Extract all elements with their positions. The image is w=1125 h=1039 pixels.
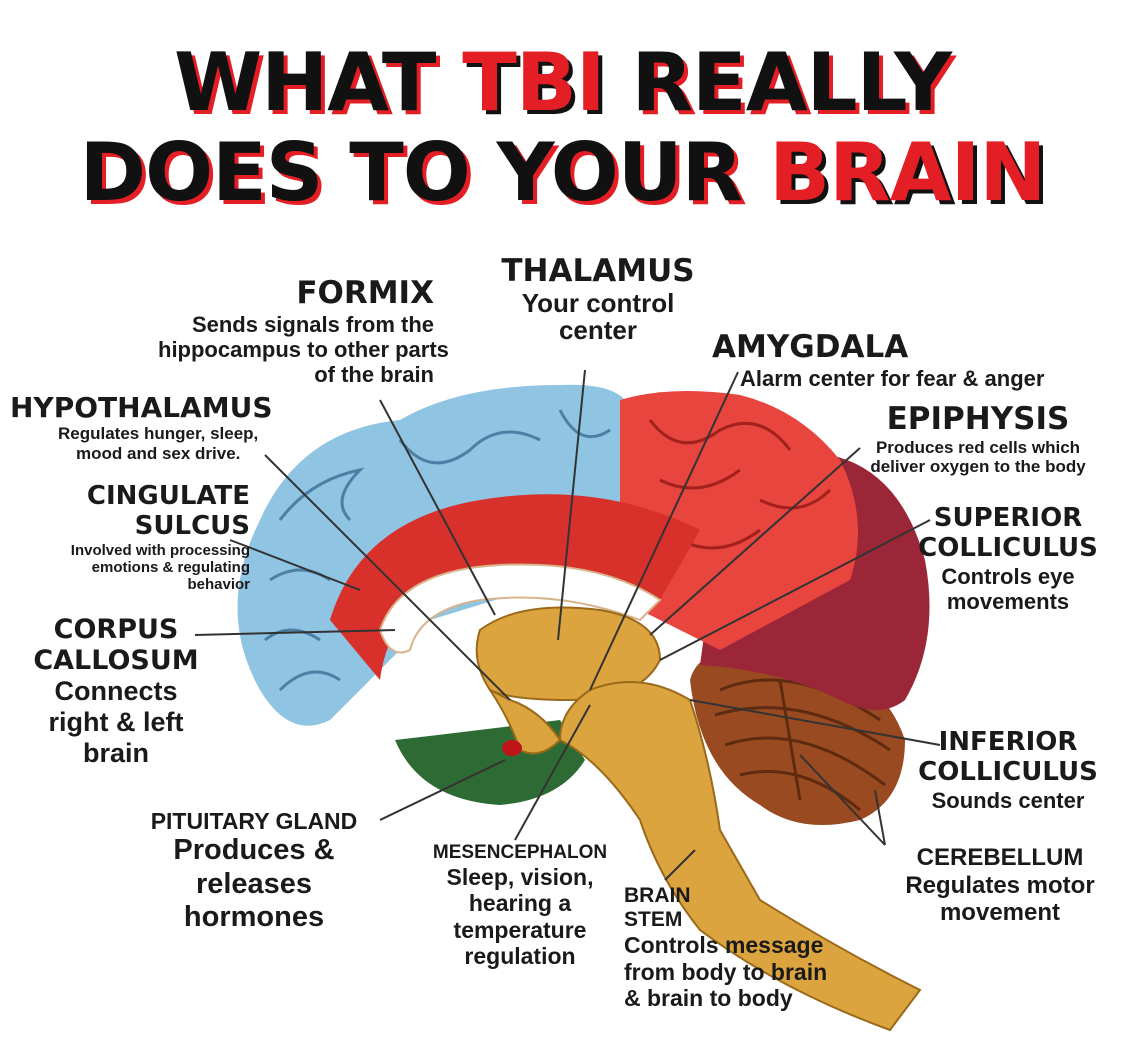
blue-gyri <box>264 409 611 692</box>
cerebellum-desc-line: movement <box>939 899 1061 927</box>
corpus-callosum <box>378 563 662 654</box>
inferior-name: INFERIOR <box>938 727 1078 757</box>
amygdala-desc-line: Alarm center for fear & anger <box>740 365 1045 391</box>
label-cingulate-sulcus: CINGULATE SULCUS Involved with processin… <box>10 481 250 594</box>
pituitary-desc-line: hormones <box>183 901 325 934</box>
epiphysis-desc-line: deliver oxygen to the body <box>870 457 1086 477</box>
superior-desc-line: Controls eye <box>941 563 1075 589</box>
superior-desc-line: movements <box>946 589 1070 615</box>
label-inferior-colliculus: INFERIOR COLLICULUS Sounds center <box>908 727 1108 813</box>
brainstem-shape <box>558 681 922 1032</box>
cingulate-gyrus <box>330 494 700 680</box>
formix-desc-line: hippocampus to other parts <box>158 336 449 362</box>
label-superior-colliculus: SUPERIOR COLLICULUS Controls eye movemen… <box>908 503 1108 615</box>
pituitary-gland <box>502 740 522 756</box>
brainstem-desc-line: & brain to body <box>624 985 793 1012</box>
label-epiphysis: EPIPHYSIS Produces red cells which deliv… <box>838 401 1118 477</box>
corpus-desc-line: right & left <box>48 707 184 738</box>
cingulate-desc-line: emotions & regulating <box>91 559 250 577</box>
epiphysis-name: EPIPHYSIS <box>886 401 1070 437</box>
leader-lines <box>194 369 941 881</box>
thalamus-desc-line: center <box>558 314 638 345</box>
inferior-name: COLLICULUS <box>918 756 1098 787</box>
title-text: DOES TO YOUR <box>79 126 770 219</box>
title-line-1: WHAT TBI REALLY <box>0 40 1125 126</box>
parietal-cortex <box>620 391 858 650</box>
brainstem-desc-line: Controls message <box>624 932 824 959</box>
brainstem-desc-line: from body to brain <box>624 958 828 985</box>
corpus-name: CORPUS <box>53 614 179 645</box>
epiphysis-desc-line: Produces red cells which <box>875 437 1081 457</box>
thalamus-desc-line: Your control <box>521 287 675 318</box>
corpus-desc-line: Connects <box>54 676 178 707</box>
mesencephalon-desc-line: hearing a <box>468 890 572 917</box>
brainstem-name: STEM <box>624 908 683 932</box>
corpus-desc-line: brain <box>82 738 149 769</box>
pituitary-desc-line: releases <box>195 867 313 900</box>
title-text: REALLY <box>604 36 952 129</box>
formix-desc-line: Sends signals from the <box>191 311 434 337</box>
thalamus-name: THALAMUS <box>501 253 695 289</box>
label-pituitary-gland: PITUITARY GLAND Produces & releases horm… <box>126 808 382 934</box>
cingulate-desc-line: Involved with processing <box>70 541 250 559</box>
formix-name: FORMIX <box>296 275 434 311</box>
cerebellum-folds <box>714 678 891 812</box>
cerebellum-desc-line: Regulates motor <box>905 871 1095 899</box>
amygdala-name: AMYGDALA <box>712 329 909 365</box>
superior-name: SUPERIOR <box>933 503 1083 533</box>
inferior-desc-line: Sounds center <box>931 787 1085 813</box>
hypothalamus-name: HYPOTHALAMUS <box>10 391 273 424</box>
label-thalamus: THALAMUS Your control center <box>470 253 726 345</box>
label-amygdala: AMYGDALA Alarm center for fear & anger <box>712 329 1045 391</box>
label-formix: FORMIX Sends signals from the hippocampu… <box>158 275 449 388</box>
pituitary-desc-line: Produces & <box>173 834 335 867</box>
superior-name: COLLICULUS <box>918 532 1098 563</box>
corpus-name: CALLOSUM <box>33 645 199 677</box>
title-highlight-tbi: TBI <box>462 36 605 129</box>
title-highlight-brain: BRAIN <box>769 126 1046 219</box>
cingulate-desc-line: behavior <box>187 576 250 594</box>
label-mesencephalon: MESENCEPHALON Sleep, vision, hearing a t… <box>410 842 630 970</box>
title-text: WHAT <box>173 36 463 129</box>
hypothalamus-desc-line: Regulates hunger, sleep, <box>58 424 259 444</box>
label-corpus-callosum: CORPUS CALLOSUM Connects right & left br… <box>16 614 216 769</box>
hypothalamus-desc-line: mood and sex drive. <box>76 443 241 463</box>
mesencephalon-desc-line: regulation <box>464 943 576 970</box>
label-cerebellum: CEREBELLUM Regulates motor movement <box>882 844 1118 927</box>
mesencephalon-name: MESENCEPHALON <box>432 842 608 863</box>
formix-desc-line: of the brain <box>314 362 434 388</box>
cingulate-name: SULCUS <box>134 510 250 541</box>
pituitary-name: PITUITARY GLAND <box>150 808 358 834</box>
title-line-2: DOES TO YOUR BRAIN <box>0 130 1125 216</box>
cerebellum-name: CEREBELLUM <box>916 844 1084 871</box>
temporal-lobe <box>395 720 585 805</box>
mesencephalon-desc-line: Sleep, vision, <box>446 863 594 890</box>
cingulate-name: CINGULATE <box>86 481 250 511</box>
brainstem-name: BRAIN <box>624 884 691 907</box>
midbrain <box>487 687 562 755</box>
label-brain-stem: BRAIN STEM Controls message from body to… <box>624 884 827 1012</box>
label-hypothalamus: HYPOTHALAMUS Regulates hunger, sleep, mo… <box>10 391 273 463</box>
mesencephalon-desc-line: temperature <box>453 916 587 943</box>
